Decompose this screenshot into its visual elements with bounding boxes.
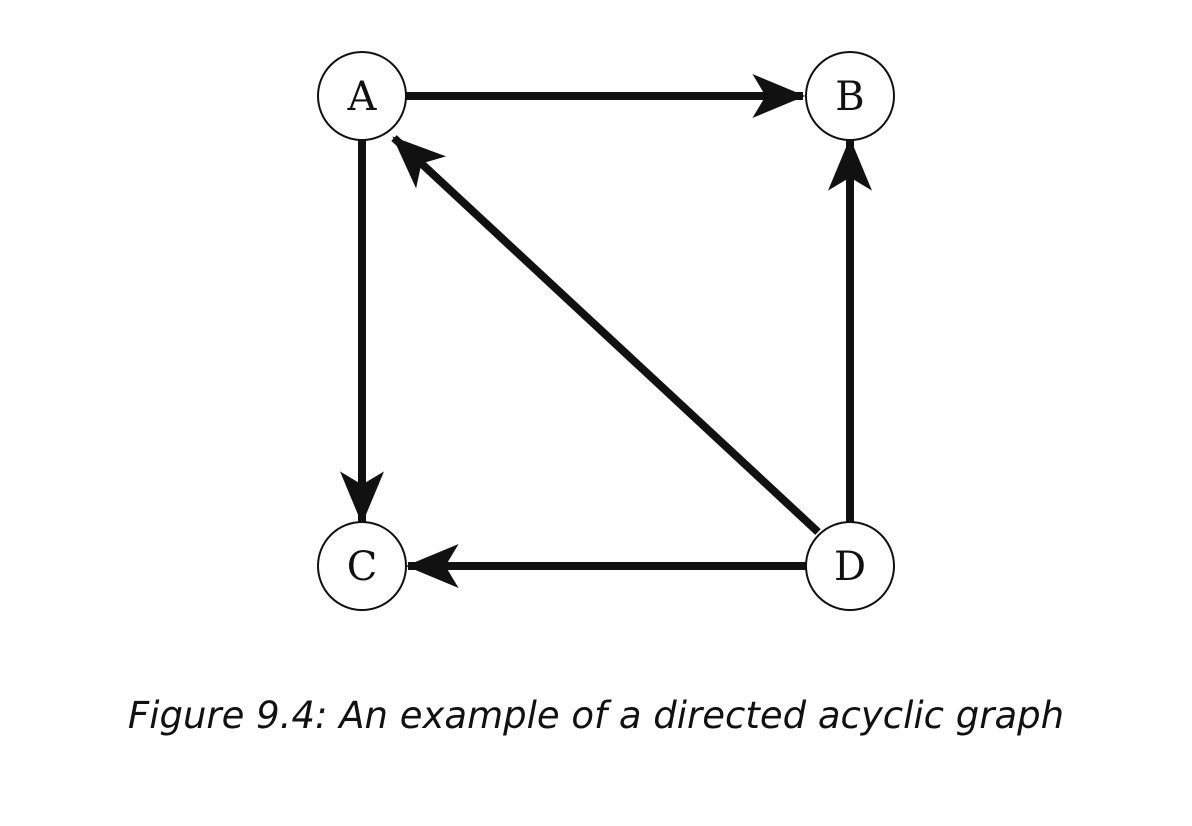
edge-d-to-a bbox=[391, 135, 821, 535]
node-a-label: A bbox=[347, 74, 378, 120]
node-b-label: B bbox=[835, 74, 864, 120]
figure-caption: Figure 9.4: An example of a directed acy… bbox=[127, 694, 1065, 737]
node-b: B bbox=[805, 51, 895, 141]
node-d: D bbox=[805, 521, 895, 611]
dag-diagram: A B C D bbox=[317, 51, 895, 611]
node-d-label: D bbox=[834, 544, 866, 590]
node-a: A bbox=[317, 51, 407, 141]
node-c: C bbox=[317, 521, 407, 611]
node-c-label: C bbox=[347, 544, 378, 590]
